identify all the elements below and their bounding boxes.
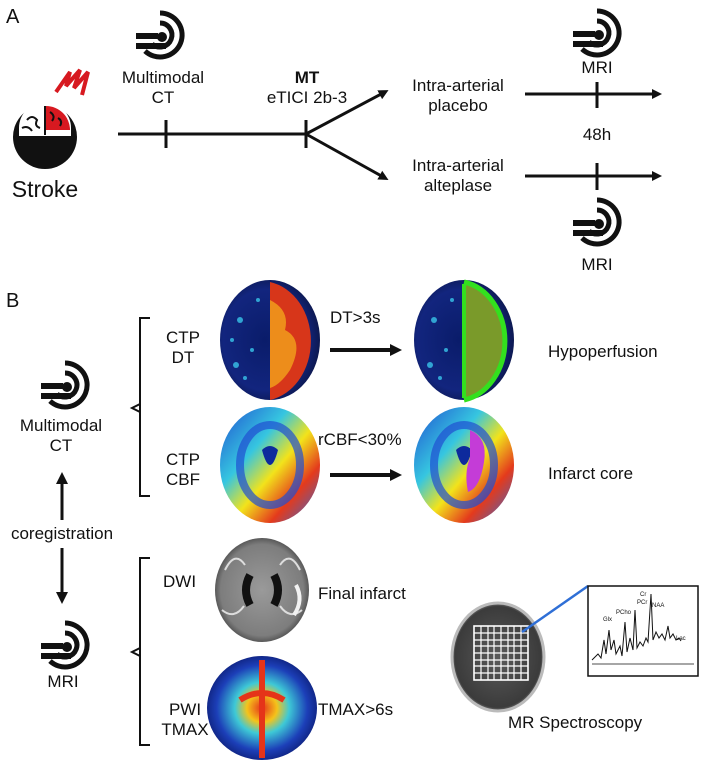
mt-label: MT eTICI 2b-3	[266, 68, 348, 107]
mri-scanner-icon-b	[41, 623, 87, 667]
infarct-core-brain-image	[414, 407, 514, 523]
cbf-threshold-label: rCBF<30%	[318, 430, 402, 449]
peak-pcho: PCho	[616, 610, 632, 616]
tmax-threshold-label: TMAX>6s	[318, 700, 394, 719]
ct-bracket	[129, 317, 150, 497]
mri-label-bottom: MRI	[581, 255, 613, 274]
peak-lac: Lac	[676, 636, 686, 642]
ctp-cbf-brain-image	[220, 407, 320, 523]
ct-scanner-icon-b	[41, 363, 87, 407]
mri-label-top: MRI	[581, 58, 613, 77]
stroke-brain-icon	[13, 102, 77, 169]
mr-spectroscopy-label: MR Spectroscopy	[508, 713, 643, 732]
panel-a-label: A	[6, 6, 20, 28]
peak-cr: Cr	[640, 592, 647, 598]
time-label: 48h	[582, 125, 612, 144]
peak-glx: Glx	[603, 617, 612, 623]
mr-spectroscopy-brain-image	[450, 601, 546, 713]
final-infarct-label: Final infarct	[318, 584, 406, 603]
stroke-label: Stroke	[11, 176, 79, 202]
ctp-dt-brain-image	[220, 280, 320, 400]
dwi-brain-image	[215, 538, 309, 642]
dwi-label: DWI	[163, 572, 197, 591]
panel-b-label: B	[6, 290, 20, 312]
lightning-icon	[54, 68, 90, 96]
peak-naa: NAA	[652, 603, 665, 609]
alteplase-branch-arrow	[305, 132, 389, 180]
hypoperfusion-label: Hypoperfusion	[548, 342, 658, 361]
spectrum-plot	[587, 585, 699, 677]
infarct-core-label: Infarct core	[548, 464, 634, 483]
peak-pcr: PCr	[637, 600, 648, 606]
pwi-tmax-brain-image	[207, 656, 317, 760]
mri-label-b: MRI	[47, 672, 79, 691]
mri-bracket	[129, 557, 150, 746]
hypoperfusion-brain-image	[414, 279, 514, 403]
voxel-connector-line	[521, 584, 589, 634]
coregistration-label: coregistration	[10, 524, 114, 543]
placebo-branch-arrow	[305, 90, 389, 136]
spectroscopy-grid	[473, 625, 529, 681]
dt-threshold-label: DT>3s	[330, 308, 381, 327]
